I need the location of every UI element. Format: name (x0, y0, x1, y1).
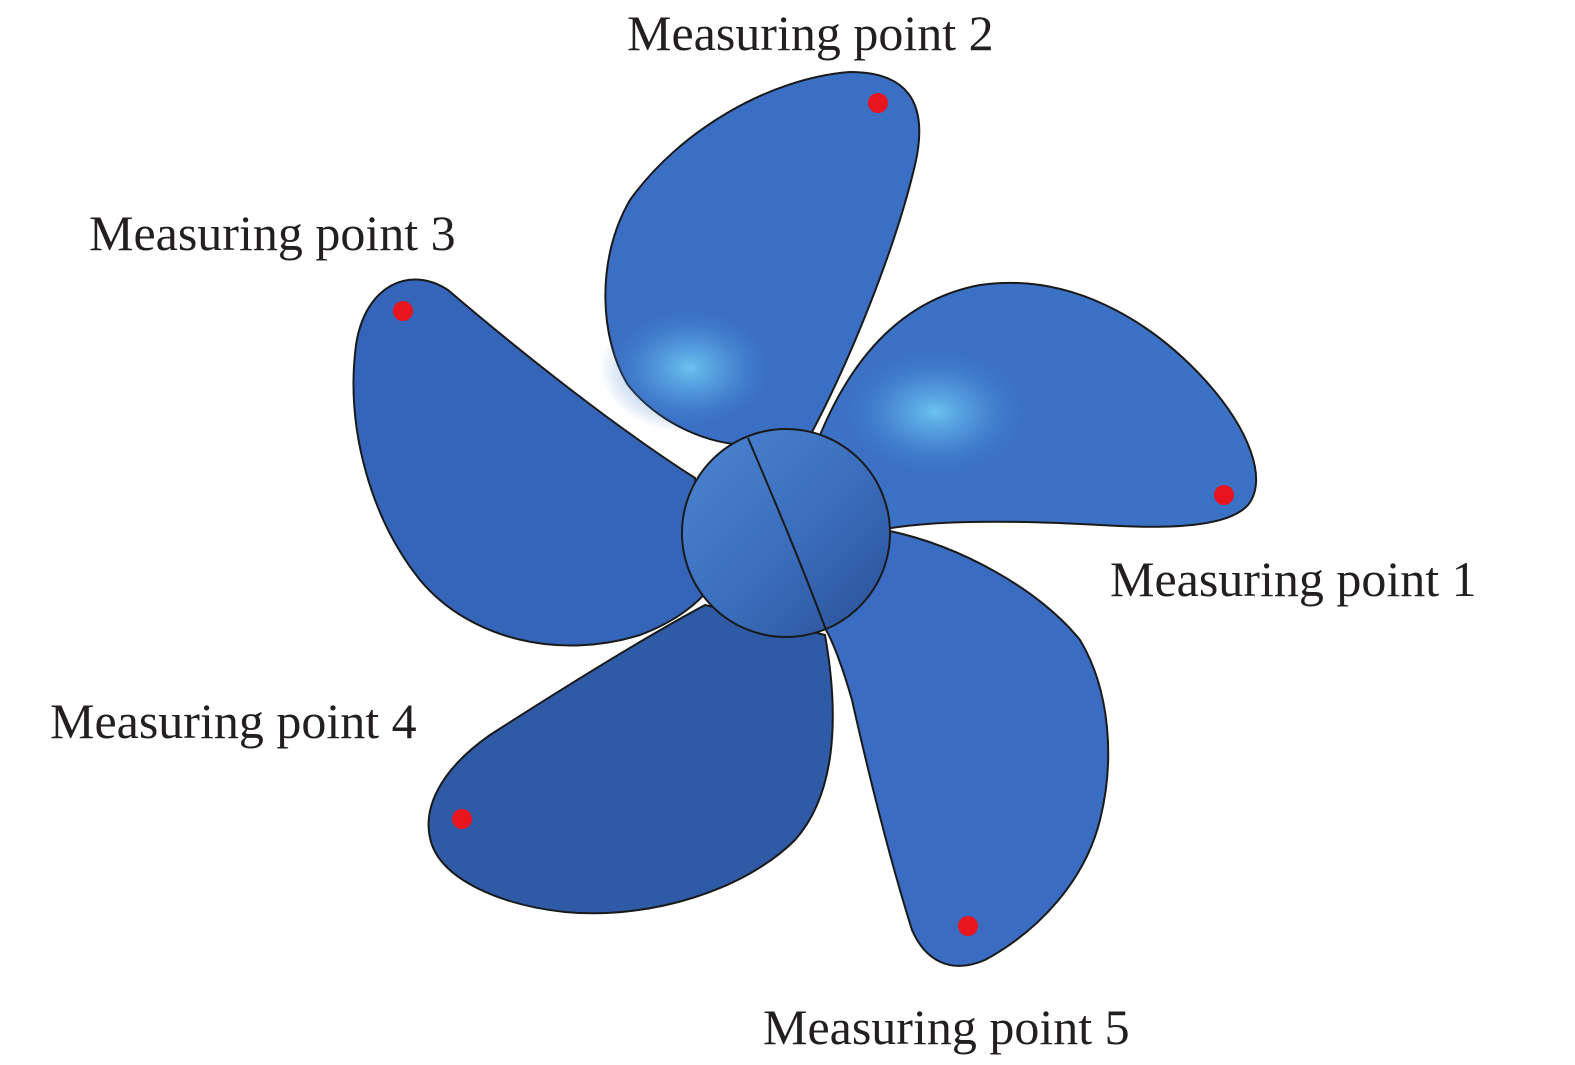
measuring-point-marker-4 (452, 809, 472, 829)
measuring-point-marker-3 (393, 301, 413, 321)
propeller-hub (681, 428, 891, 638)
measuring-point-label-2: Measuring point 2 (627, 5, 994, 61)
measuring-point-marker-1 (1214, 485, 1234, 505)
propeller-blade-3 (352, 278, 710, 647)
propeller-blade-5 (824, 528, 1110, 967)
hub-seam-line (747, 437, 827, 631)
propeller-blade-4 (427, 603, 834, 915)
measuring-point-label-4: Measuring point 4 (50, 693, 417, 749)
measuring-point-label-1: Measuring point 1 (1110, 551, 1477, 607)
measuring-point-label-3: Measuring point 3 (89, 205, 456, 261)
measuring-point-label-5: Measuring point 5 (763, 999, 1130, 1055)
measuring-point-marker-5 (958, 916, 978, 936)
measuring-point-marker-2 (868, 93, 888, 113)
